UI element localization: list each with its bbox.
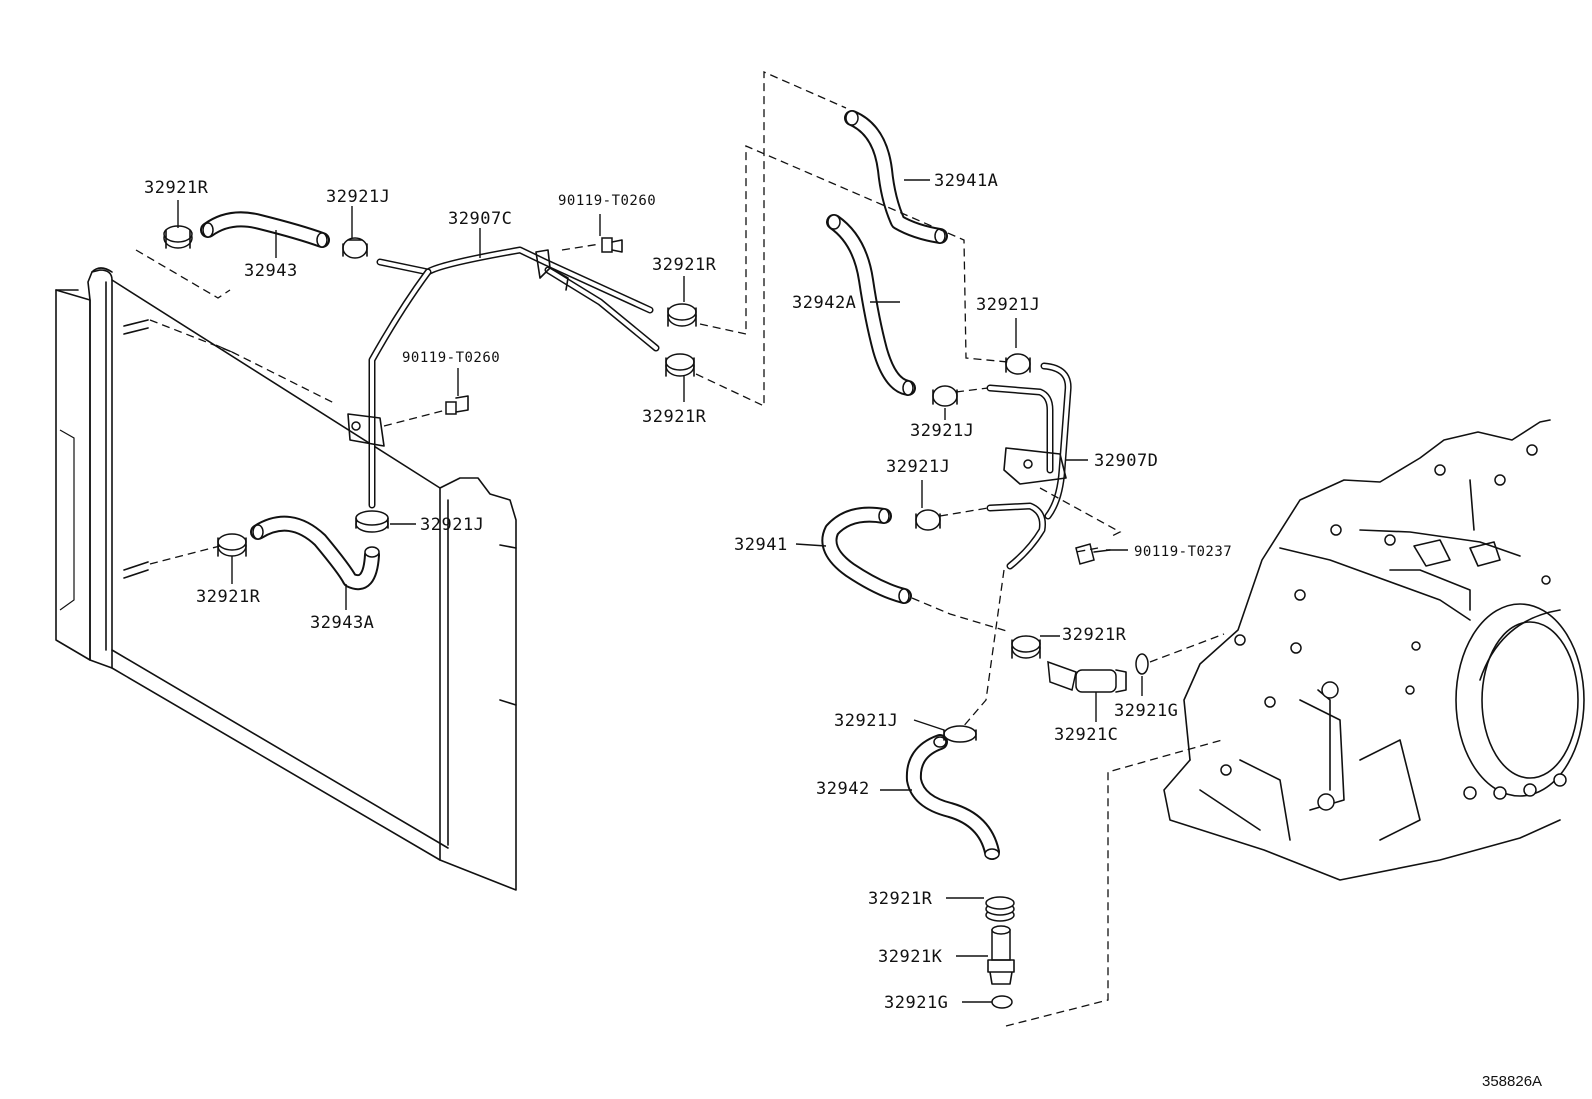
gasket-32921g-bottom: [991, 995, 1013, 1009]
hose-32942: [905, 734, 1000, 860]
label-bolt-90119-t0260-top: 90119-T0260: [558, 193, 656, 209]
label-gasket-32921g-bottom: 32921G: [884, 993, 948, 1013]
clamp-32921j-left: [355, 510, 389, 533]
bolt-90119-t0260-mid: [445, 395, 469, 415]
label-clamp-32921j-left: 32921J: [420, 515, 484, 535]
clamp-32921r-upper-mid: [667, 303, 697, 327]
label-clamp-32921j-top: 32921J: [326, 187, 390, 207]
clamp-32921j-right-upper: [1005, 353, 1031, 375]
leader-lines: [177, 179, 1143, 1003]
label-union-32921c: 32921C: [1054, 725, 1118, 745]
label-clamp-32921r-bottom: 32921R: [868, 889, 933, 909]
label-gasket-32921g-right: 32921G: [1114, 701, 1178, 721]
figure-id: 358826A: [1482, 1073, 1542, 1090]
clamp-32921r-top-left: [163, 225, 193, 249]
union-32921c: [1047, 660, 1127, 693]
label-clamp-32921j-right-upper: 32921J: [976, 295, 1040, 315]
label-clamp-32921j-right-mid: 32921J: [910, 421, 974, 441]
label-pipe-32907d: 32907D: [1094, 451, 1158, 471]
hose-32941: [821, 506, 912, 604]
guide-lines: [135, 71, 1225, 1027]
label-hose-32941: 32941: [734, 535, 788, 555]
label-clamp-32921r-upper-mid: 32921R: [652, 255, 717, 275]
hose-32943a: [250, 515, 380, 591]
label-pipe-32907c: 32907C: [448, 209, 512, 229]
hose-32943: [200, 211, 330, 248]
clamp-32921j-right-lower: [915, 509, 941, 531]
clamp-32921r-left-lower: [217, 533, 247, 557]
part-labels: 32921R 32943 32921J 32907C 90119-T0260 3…: [144, 171, 1542, 1090]
label-hose-32943: 32943: [244, 261, 298, 281]
clamp-32921r-lower-mid: [665, 353, 695, 377]
label-hose-32941a: 32941A: [934, 171, 998, 191]
gasket-32921g-right: [1135, 653, 1149, 675]
transaxle-case: [1163, 419, 1585, 881]
label-clamp-32921r-left-lower: 32921R: [196, 587, 261, 607]
clamp-32921j-bottom: [943, 725, 977, 743]
clamp-32921j-top: [342, 237, 368, 259]
pipe-32907c: [347, 246, 660, 509]
clamp-32921r-right: [1011, 635, 1041, 659]
label-clamp-32921r-lower-mid: 32921R: [642, 407, 707, 427]
radiator: [55, 267, 517, 891]
label-hose-32942: 32942: [816, 779, 870, 799]
clamp-32921j-right-mid: [932, 385, 958, 407]
label-bolt-90119-t0260-mid: 90119-T0260: [402, 350, 500, 366]
union-32921k: [987, 925, 1015, 985]
label-bolt-90119-t0237: 90119-T0237: [1134, 544, 1232, 560]
hose-32942a: [826, 214, 916, 396]
label-hose-32943a: 32943A: [310, 613, 374, 633]
label-clamp-32921r-right: 32921R: [1062, 625, 1127, 645]
label-clamp-32921j-bottom: 32921J: [834, 711, 898, 731]
bolt-90119-t0260-top: [601, 237, 623, 253]
bolt-90119-t0237: [1075, 543, 1111, 565]
label-clamp-32921r-top-left: 32921R: [144, 178, 209, 198]
label-hose-32942a: 32942A: [792, 293, 856, 313]
label-clamp-32921j-right-lower: 32921J: [886, 457, 950, 477]
pipe-32907d: [986, 362, 1072, 570]
hose-32941a: [844, 110, 948, 244]
label-union-32921k: 32921K: [878, 947, 943, 967]
clamp-32921r-bottom: [985, 896, 1015, 922]
